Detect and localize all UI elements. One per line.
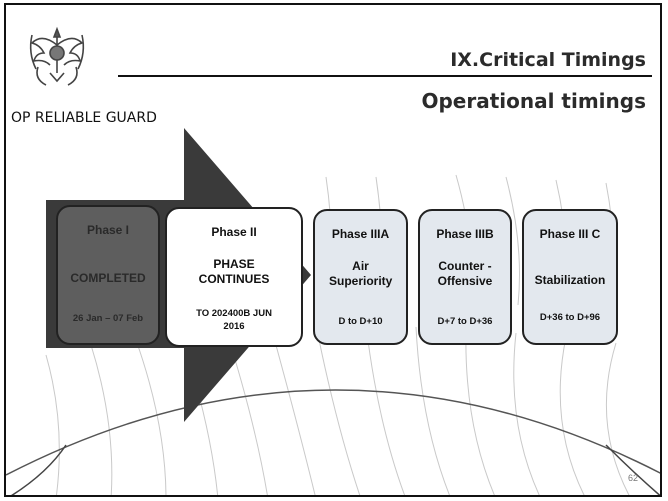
page-number: 62 <box>627 473 638 483</box>
phase-title: Phase I <box>86 223 130 237</box>
phase-status: Counter - Offensive <box>437 259 493 288</box>
phase-status: Air Superiority <box>329 259 393 288</box>
phase-status: PHASE CONTINUES <box>198 257 270 286</box>
phase-status: COMPLETED <box>70 271 146 285</box>
phase-title: Phase II <box>211 225 257 239</box>
phase-dates: D+7 to D+36 <box>437 316 493 327</box>
phase-dates: TO 202400B JUN 2016 <box>196 308 272 332</box>
phase-card-4: Phase IIIB Counter - Offensive D+7 to D+… <box>418 209 512 345</box>
phase-title: Phase IIIB <box>436 227 494 241</box>
phase-dates: D+36 to D+96 <box>539 312 601 323</box>
phase-card-2: Phase II PHASE CONTINUES TO 202400B JUN … <box>165 207 303 347</box>
phase-title: Phase IIIA <box>331 227 390 241</box>
phase-title: Phase III C <box>539 227 601 241</box>
phase-card-1: Phase I COMPLETED 26 Jan – 07 Feb <box>56 205 160 345</box>
slide-subtitle: Operational timings <box>421 89 646 113</box>
slide: IX.Critical Timings Operational timings … <box>4 3 662 497</box>
slide-title: IX.Critical Timings <box>450 49 646 71</box>
phase-dates: 26 Jan – 07 Feb <box>72 313 144 324</box>
eagle-crest-icon <box>29 26 85 86</box>
title-divider <box>118 75 652 77</box>
phase-card-5: Phase III C Stabilization D+36 to D+96 <box>522 209 618 345</box>
phase-card-3: Phase IIIA Air Superiority D to D+10 <box>313 209 408 345</box>
phase-status: Stabilization <box>534 273 606 287</box>
phase-dates: D to D+10 <box>338 316 383 327</box>
